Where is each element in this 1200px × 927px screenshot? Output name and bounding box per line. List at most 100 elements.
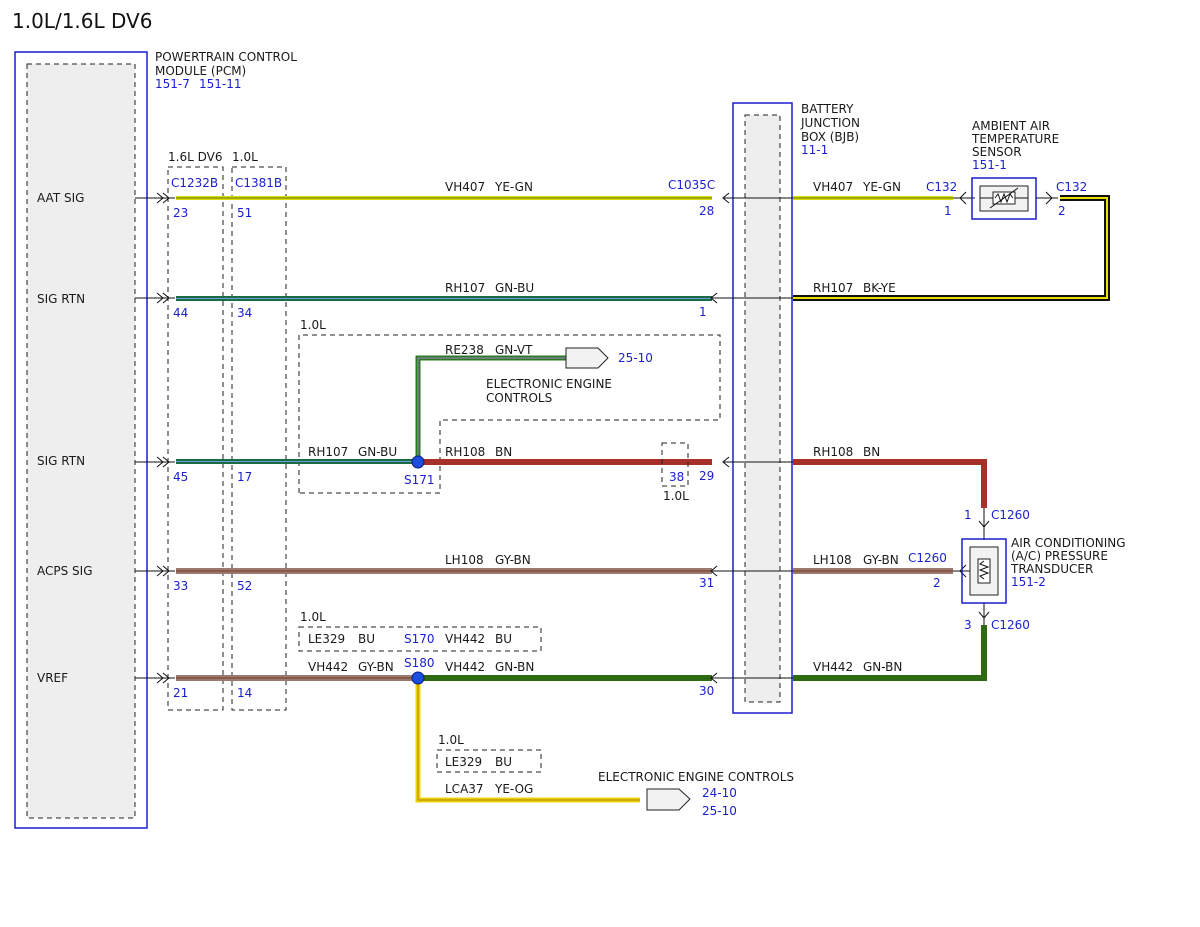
le329-b-circuit: LE329 (445, 755, 482, 769)
pcm-pin-vref: VREF (37, 671, 68, 685)
acpt-pin-2: 2 (933, 576, 941, 590)
s170-circuit-color: BU (495, 632, 512, 646)
connector-c132-right[interactable]: C132 (1056, 180, 1087, 194)
bjb-name-1: BATTERY (801, 102, 854, 116)
eec-label-2: ELECTRONIC ENGINE CONTROLS (598, 770, 794, 784)
variant-inline38: 1.0L (663, 489, 689, 503)
wire-vh442-gn-bn[interactable] (418, 675, 712, 681)
aat-name-1: AMBIENT AIR (972, 119, 1050, 133)
left-b-variant: 1.0L (232, 150, 258, 164)
pin-r2-b: 34 (237, 306, 252, 320)
c2-right-color: BK-YE (863, 281, 896, 295)
c5-right-circuit: VH442 (813, 660, 853, 674)
variant-1.0l-box-eec (298, 334, 721, 494)
offpage-arrow-icon[interactable] (565, 347, 609, 369)
inline-38-box (661, 442, 689, 487)
pcm-inner (26, 63, 136, 819)
pin-r3-b: 17 (237, 470, 252, 484)
bjb-box (732, 102, 793, 714)
pcm-pin-acps-sig: ACPS SIG (37, 564, 93, 578)
left-a-variant: 1.6L DV6 (168, 150, 222, 164)
pin-arrow-icon (156, 672, 170, 684)
connector-c1260-bot[interactable]: C1260 (991, 618, 1030, 632)
connector-c132-left[interactable]: C132 (926, 180, 957, 194)
c3-mid-circuit: RH108 (445, 445, 485, 459)
c3-branch-circuit: RE238 (445, 343, 484, 357)
acpt-name-3: TRANSDUCER (1010, 562, 1093, 576)
pcm-ref-2[interactable]: 151-11 (199, 77, 242, 91)
pin-r4-bjb: 31 (699, 576, 714, 590)
variant-box-s170: 1.0L (300, 610, 326, 624)
pcm-ref-1[interactable]: 151-7 (155, 77, 190, 91)
splice-s180-label: S180 (404, 656, 435, 670)
splice-s171[interactable] (411, 455, 425, 469)
aat-name-2: TEMPERATURE (971, 132, 1059, 146)
c4-left-circuit: LH108 (445, 553, 484, 567)
c2-left-color: GN-BU (495, 281, 534, 295)
aat-name-3: SENSOR (972, 145, 1022, 159)
aat-pin-2: 2 (1058, 204, 1066, 218)
c3-mid-color: BN (495, 445, 512, 459)
pin-r2-bjb: 1 (699, 305, 707, 319)
wire-re238[interactable] (415, 355, 566, 462)
acpt-ref[interactable]: 151-2 (1011, 575, 1046, 589)
variant-box1: 1.0L (300, 318, 326, 332)
c1-left-circuit: VH407 (445, 180, 485, 194)
c3-right-color: BN (863, 445, 880, 459)
connector-c1381b-box (231, 166, 287, 711)
connector-c1260-top[interactable]: C1260 (991, 508, 1030, 522)
pin-r1-b: 51 (237, 206, 252, 220)
pin-r1-a: 23 (173, 206, 188, 220)
splice-s170-label: S170 (404, 632, 435, 646)
c3-branch-color: GN-VT (495, 343, 533, 357)
eec-label-1a: ELECTRONIC ENGINE (486, 377, 612, 391)
connector-c1381b[interactable]: C1381B (235, 176, 282, 190)
bjb-ref[interactable]: 11-1 (801, 143, 828, 157)
eec-ref-2a[interactable]: 24-10 (702, 786, 737, 800)
aat-ref[interactable]: 151-1 (972, 158, 1007, 172)
diagram-title: 1.0L/1.6L DV6 (12, 9, 152, 33)
pin-r4-a: 33 (173, 579, 188, 593)
wire-rh108-right[interactable] (793, 459, 987, 508)
lca37-color: YE-OG (494, 782, 533, 796)
le329-a-color: BU (358, 632, 375, 646)
c4-left-color: GY-BN (495, 553, 531, 567)
eec-ref-1[interactable]: 25-10 (618, 351, 653, 365)
c3-left-color: GN-BU (358, 445, 397, 459)
offpage-arrow-icon[interactable] (646, 788, 691, 811)
lca37-circuit: LCA37 (445, 782, 484, 796)
pcm-name-2: MODULE (PCM) (155, 64, 246, 78)
pin-r5-a: 21 (173, 686, 188, 700)
pin-arrow-icon (156, 292, 170, 304)
pin-r3-bjb: 29 (699, 469, 714, 483)
splice-s180[interactable] (411, 671, 425, 685)
c2-left-circuit: RH107 (445, 281, 485, 295)
bjb-name-3: BOX (BJB) (801, 130, 859, 144)
acpt-pin-3: 3 (964, 618, 972, 632)
c5-right-color: GN-BN (863, 660, 902, 674)
le329-a-circuit: LE329 (308, 632, 345, 646)
connector-c1260-mid[interactable]: C1260 (908, 551, 947, 565)
wire-vh442-right[interactable] (793, 625, 987, 681)
c1-left-color: YE-GN (494, 180, 533, 194)
pin-r1-bjb: 28 (699, 204, 714, 218)
c1-right-color: YE-GN (862, 180, 901, 194)
pcm-pin-sig-rtn-1: SIG RTN (37, 292, 85, 306)
connector-c1232b[interactable]: C1232B (171, 176, 218, 190)
pcm-pin-aat-sig: AAT SIG (37, 191, 84, 205)
eec-label-1b: CONTROLS (486, 391, 552, 405)
acpt-name-1: AIR CONDITIONING (1011, 536, 1126, 550)
c5-left-color: GY-BN (358, 660, 394, 674)
c4-right-color: GY-BN (863, 553, 899, 567)
connector-c1232b-box (167, 166, 224, 711)
wire-rh108-bn[interactable] (418, 459, 712, 465)
pin-r2-a: 44 (173, 306, 188, 320)
connector-c1035c[interactable]: C1035C (668, 178, 715, 192)
eec-ref-2b[interactable]: 25-10 (702, 804, 737, 818)
c5-mid-color: GN-BN (495, 660, 534, 674)
pin-arrow-icon (156, 565, 170, 577)
bjb-name-2: JUNCTION (800, 116, 860, 130)
c5-left-circuit: VH442 (308, 660, 348, 674)
variant-box-le329: 1.0L (438, 733, 464, 747)
